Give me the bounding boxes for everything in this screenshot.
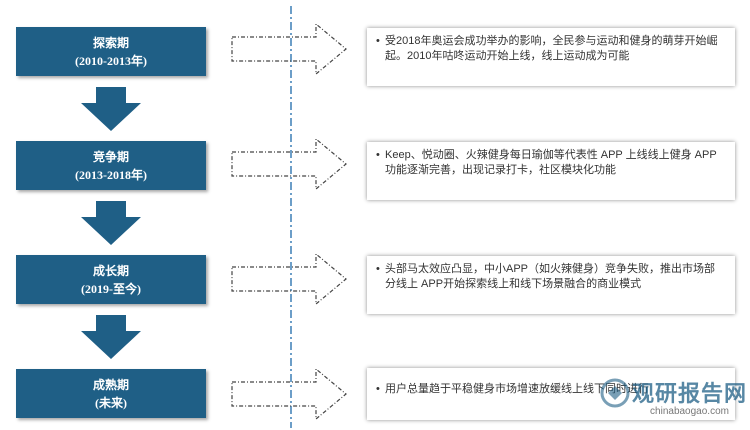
description-box-competition: • Keep、悦动圈、火辣健身每日瑜伽等代表性 APP 上线线上健身 APP 功… [367,142,735,200]
stage-period: (2010-2013年) [75,53,147,68]
stage-name: 成长期 [92,263,129,278]
description-text: Keep、悦动圈、火辣健身每日瑜伽等代表性 APP 上线线上健身 APP 功能逐… [385,149,717,176]
stage-box-exploration: 探索期 (2010-2013年) [16,27,206,76]
description-text: 用户总量趋于平稳健身市场增速放缓线上线下同时进行 [385,383,649,395]
stage-box-maturity: 成熟期 (未来) [16,369,206,418]
down-arrows [81,87,141,359]
down-arrow-1 [81,87,141,131]
watermark-logo-icon [600,378,630,408]
stage-name: 探索期 [92,35,129,50]
stage-period: (2013-2018年) [75,167,147,182]
watermark-en: chinabaogao.com [650,406,729,417]
stage-box-competition: 竞争期 (2013-2018年) [16,141,206,190]
bullet: • [376,263,380,275]
down-arrow-2 [81,201,141,245]
description-box-maturity: • 用户总量趋于平稳健身市场增速放缓线上线下同时进行 [367,368,735,420]
description-text: 头部马太效应凸显，中小APP（如火辣健身）竞争失败，推出市场部分线上 APP开始… [385,263,716,290]
description-box-exploration: • 受2018年奥运会成功举办的影响，全民参与运动和健身的萌芽开始崛起。2010… [367,28,735,86]
bullet: • [376,35,380,47]
watermark: 观研报告网 chinabaogao.com [632,376,747,417]
stage-name: 成熟期 [92,377,129,392]
right-arrows [231,22,347,421]
right-arrow-2 [231,137,347,191]
right-arrow-4 [231,367,347,421]
bullet: • [376,149,380,161]
description-text: 受2018年奥运会成功举办的影响，全民参与运动和健身的萌芽开始崛起。2010年咕… [385,35,718,62]
down-arrow-3 [81,315,141,359]
stage-period: (2019-至今) [81,281,141,296]
watermark-cn: 观研报告网 [632,381,748,406]
stage-name: 竞争期 [92,149,129,164]
bullet: • [376,383,380,395]
right-arrow-3 [231,252,347,306]
right-arrow-1 [231,22,347,76]
stage-period: (未来) [95,395,127,410]
stage-box-growth: 成长期 (2019-至今) [16,255,206,304]
description-box-growth: • 头部马太效应凸显，中小APP（如火辣健身）竞争失败，推出市场部分线上 APP… [367,256,735,314]
